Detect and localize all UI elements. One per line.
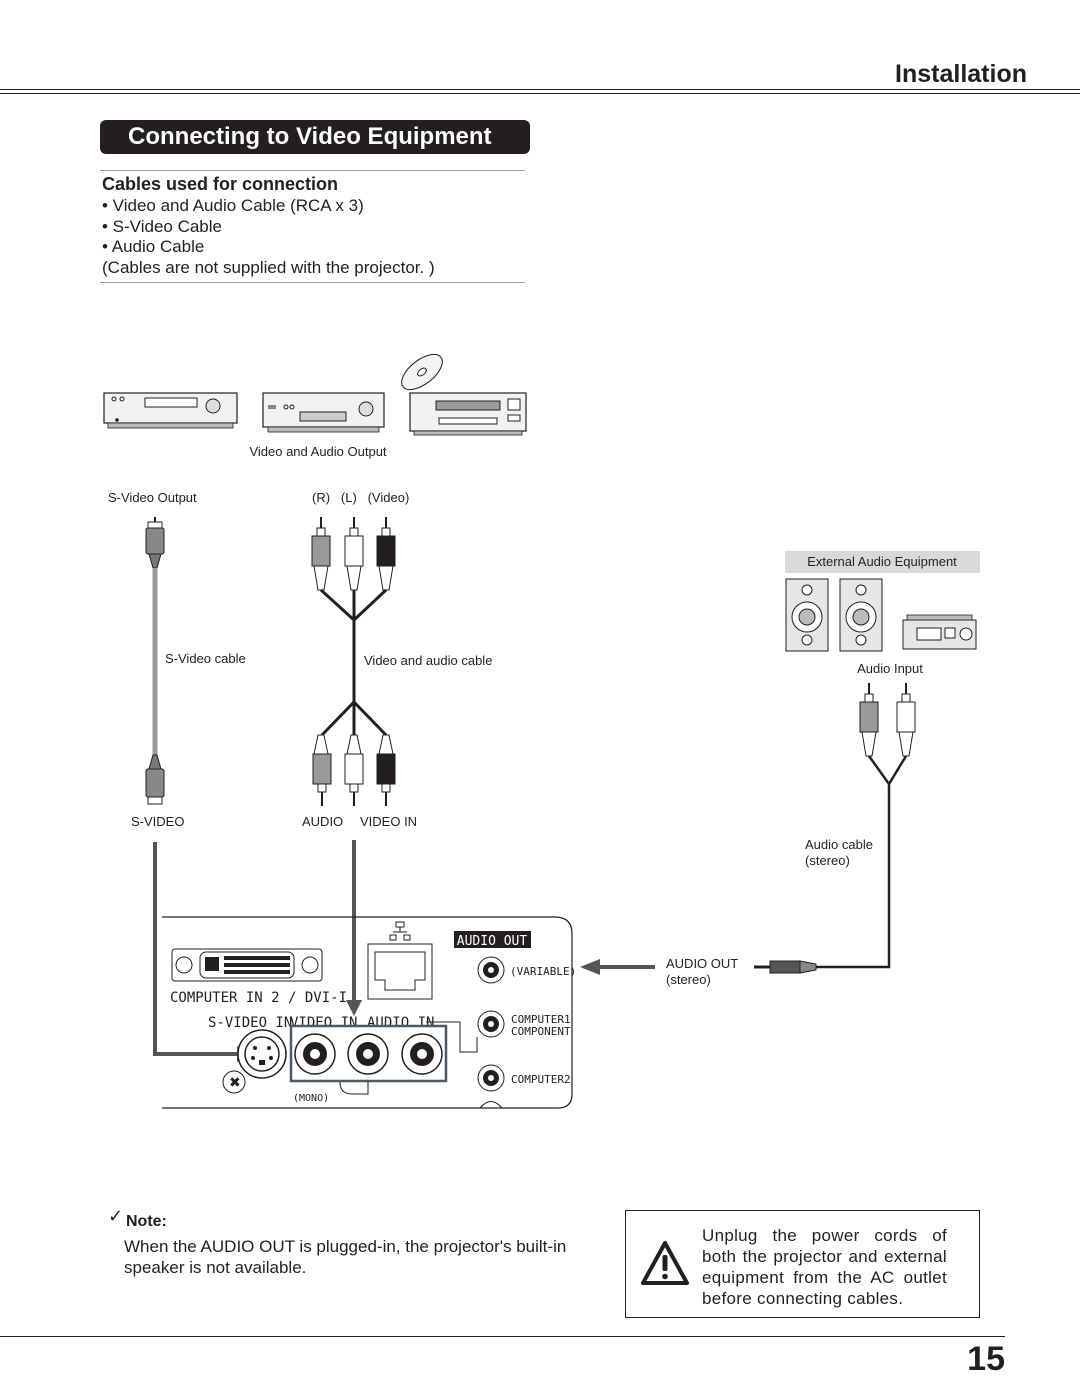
audio-out-sub-label: (stereo) [666, 972, 711, 987]
rca-labels: (R) (L) (Video) [312, 490, 409, 505]
variable-label: (VARIABLE) [510, 965, 576, 978]
cables-bottom-rule [100, 282, 525, 283]
speaker-icon [785, 578, 829, 652]
audio-in-label: AUDIO IN [367, 1015, 434, 1031]
cable-item: • S-Video Cable [102, 216, 222, 236]
check-icon: ✓ [108, 1206, 124, 1226]
source-label: Video and Audio Output [249, 444, 386, 459]
section-title: Installation [895, 60, 1027, 88]
page-number: 15 [967, 1340, 1005, 1378]
disc-icon [401, 353, 443, 391]
cable-item: • Audio Cable [102, 237, 205, 256]
audio-input-label: Audio Input [857, 661, 923, 676]
vcr-device-icon [103, 392, 238, 429]
note-heading: Note: [126, 1213, 167, 1230]
audio-cable-label: Audio cable [805, 837, 873, 852]
amplifier-icon [902, 614, 977, 650]
dvd-player-icon [262, 392, 385, 433]
svideo-output-label: S-Video Output [108, 490, 197, 505]
speaker-icon [839, 578, 883, 652]
svideo-connection-line [153, 842, 237, 1056]
header-rule-secondary [0, 93, 1080, 94]
audio-cable [859, 683, 916, 785]
projector-panel: COMPUTER IN 2 / DVI-I AUDIO OUT (VARIABL… [162, 916, 576, 1109]
av-cable-label: Video and audio cable [364, 653, 492, 668]
header-rule [0, 89, 1080, 90]
video-in-port-label: VIDEO IN [360, 814, 417, 829]
audio-cable-sub-label: (stereo) [805, 853, 850, 868]
computer2-label: COMPUTER2 [511, 1073, 571, 1086]
warning-icon [641, 1241, 689, 1285]
cables-list: • Video and Audio Cable (RCA x 3) • S-Vi… [102, 196, 435, 278]
computer-in2-label: COMPUTER IN 2 / DVI-I [170, 990, 347, 1006]
audio-out-tag: AUDIO OUT [457, 934, 528, 949]
mono-label: (MONO) [293, 1093, 329, 1104]
av-arrow-icon [346, 1000, 362, 1016]
external-audio-label: External Audio Equipment [807, 554, 957, 569]
connection-diagram: Video and Audio Output S-Video Output (R… [103, 353, 980, 1109]
page-title: Connecting to Video Equipment [100, 120, 530, 154]
note-text: When the AUDIO OUT is plugged-in, the pr… [124, 1237, 567, 1277]
disc-player-icon [409, 392, 527, 436]
svideo-in-label: S-VIDEO IN [208, 1015, 292, 1031]
video-in-label: VIDEO IN [290, 1015, 357, 1031]
audio-out-arrow-icon [580, 959, 600, 975]
screw-icon: ✖ [229, 1074, 241, 1090]
cables-footnote: (Cables are not supplied with the projec… [102, 257, 435, 277]
mini-plug [754, 784, 891, 974]
svideo-cable-label: S-Video cable [165, 651, 246, 666]
audio-port-label: AUDIO [302, 814, 343, 829]
warning-box [625, 1210, 980, 1318]
audio-out-label: AUDIO OUT [666, 956, 738, 971]
cables-heading: Cables used for connection [102, 174, 339, 194]
network-icon [389, 921, 411, 941]
computer1-label: COMPUTER1 [511, 1013, 571, 1026]
svideo-cable [145, 517, 165, 805]
cables-top-rule [100, 170, 525, 171]
external-audio-header [785, 551, 980, 573]
av-cable [311, 517, 396, 806]
footer-rule [0, 1336, 1005, 1337]
av-input-group [289, 1024, 448, 1083]
component-label: COMPONENT [511, 1025, 571, 1038]
svideo-port-label: S-VIDEO [131, 814, 184, 829]
cable-item: • Video and Audio Cable (RCA x 3) [102, 196, 364, 215]
warning-text: Unplug the power cords of both the proje… [702, 1226, 947, 1308]
svideo-in-jack [237, 1029, 287, 1079]
